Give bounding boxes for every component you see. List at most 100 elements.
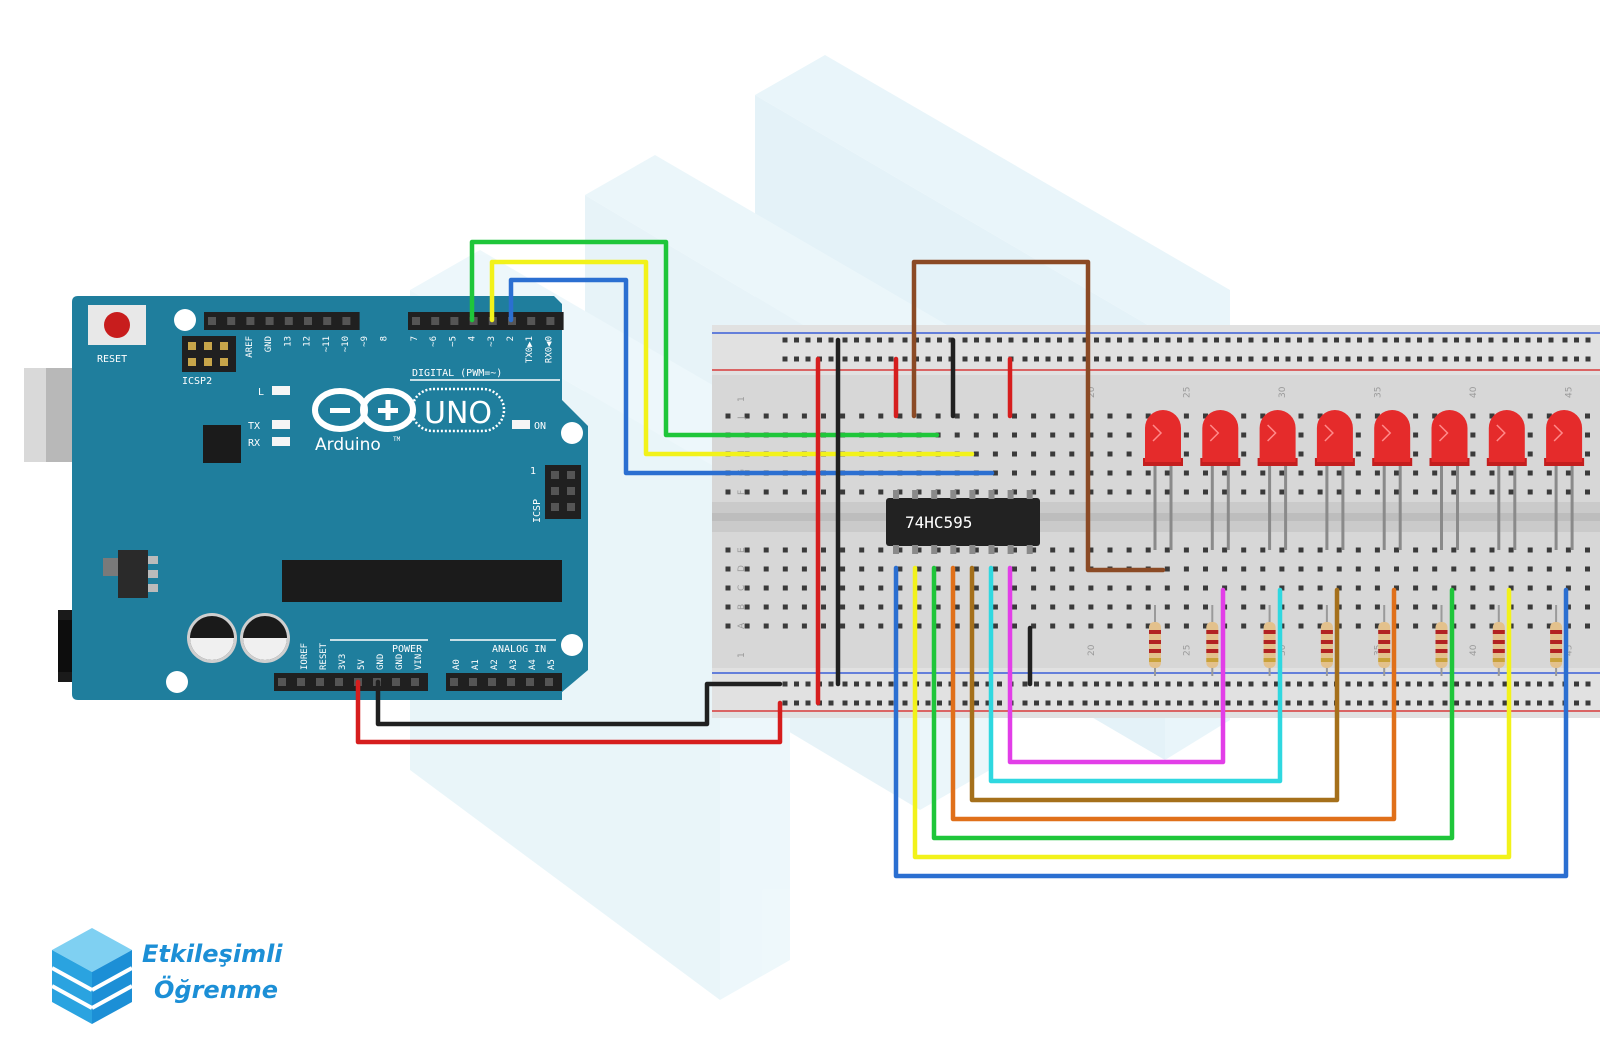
digital-pin-label: AREF (245, 336, 255, 358)
power-label: POWER (392, 644, 423, 655)
model-label: UNO (424, 396, 492, 431)
digital-pin-label: ~11 (322, 336, 332, 352)
led-array (1143, 410, 1585, 676)
digital-pin-label: 8 (379, 336, 389, 341)
led (1257, 410, 1298, 550)
led-l-label: L (258, 387, 264, 398)
digital-pin-label: ~9 (360, 336, 370, 347)
power-pin-label: VIN (414, 654, 424, 670)
wire-blue-q (893, 565, 1569, 879)
column-number: 30 (1278, 386, 1288, 398)
led (1544, 410, 1585, 550)
power-pin-label: GND (395, 654, 405, 670)
led (1143, 410, 1183, 550)
power-pin-label: GND (376, 654, 386, 670)
digital-pin-label: ~5 (448, 336, 458, 347)
digital-pin-label: GND (264, 336, 274, 352)
wire-olive-q (969, 565, 1340, 803)
led-rx-label: RX (248, 438, 260, 449)
column-number: 40 (1469, 644, 1479, 656)
row-letter: B (737, 604, 747, 610)
wire-red-5v (355, 679, 783, 745)
shift-register-chip: 74HC595 (886, 490, 1040, 554)
logo-line2: Öğrenme (154, 974, 278, 1004)
resistor (1550, 605, 1563, 676)
stacked-cube-icon (51, 928, 133, 1024)
wire-yellow-q (912, 565, 1512, 860)
led (1486, 410, 1527, 550)
icsp2-label: ICSP2 (182, 376, 212, 387)
digital-header (204, 312, 564, 330)
power-pin-label: 5V (357, 659, 367, 670)
led-tx-label: TX (248, 421, 260, 432)
wires (355, 239, 1569, 879)
row-one-label: 1 (737, 396, 747, 402)
column-number: 20 (1087, 386, 1097, 398)
arduino-uno-board: RESET ICSP2 AREF GND 13 1 2 ~11 ~10 ~9 8 7 ~6 ~5 4 ~3… (24, 296, 588, 700)
digital-label: DIGITAL (PWM=~) (412, 368, 502, 379)
wire-blue-clock (508, 277, 995, 476)
resistor (1206, 605, 1219, 676)
column-number: 40 (1469, 386, 1479, 398)
power-pin-label: RESET (319, 642, 329, 670)
row-letter: E (737, 547, 747, 553)
resistor (1320, 605, 1333, 676)
brand-label: Arduino (315, 435, 381, 455)
resistor (1435, 605, 1448, 676)
analog-pin-label: A3 (509, 659, 519, 670)
analog-pin-label: A2 (490, 659, 500, 670)
analog-pin-label: A5 (547, 659, 557, 670)
column-number: 45 (1564, 387, 1574, 398)
small-chip (203, 425, 241, 463)
led (1429, 410, 1470, 550)
digital-pin-label: ~6 (429, 336, 439, 347)
led (1314, 410, 1355, 550)
chip-label: 74HC595 (905, 513, 972, 532)
digital-pin-label: 2 (506, 336, 516, 341)
analog-label: ANALOG IN (492, 644, 546, 655)
row-one-label: 1 (737, 652, 747, 658)
capacitor (187, 613, 237, 663)
row-letter: D (737, 565, 747, 572)
resistor (1378, 605, 1391, 676)
digital-pin-label: 7 (410, 336, 420, 341)
resistor (1492, 605, 1505, 676)
logo-line1: Etkileşimli (142, 940, 283, 968)
icsp2-header (182, 336, 236, 372)
wire-orange-q (950, 565, 1397, 822)
digital-pin-label: ~3 (487, 336, 497, 347)
atmega-chip (282, 560, 562, 602)
row-letter: F (737, 490, 747, 495)
capacitor (240, 613, 290, 663)
wire-yellow-latch (489, 259, 975, 457)
resistor (1263, 605, 1276, 676)
wire-cyan-q (988, 565, 1283, 784)
analog-header (446, 673, 562, 691)
row-letter: C (737, 585, 747, 591)
column-number: 25 (1182, 387, 1192, 398)
led-on-label: ON (534, 421, 546, 432)
row-letter: A (737, 622, 747, 629)
icsp-pin1-label: 1 (530, 466, 536, 477)
infinity-minus-plus-icon (312, 388, 416, 432)
icsp-label: ICSP (532, 499, 543, 523)
wire-brown (911, 259, 1166, 573)
wire-magenta-q (1007, 565, 1226, 765)
column-number: 20 (1087, 644, 1097, 656)
resistor (1149, 605, 1161, 676)
row-letter: J (737, 416, 747, 420)
digital-pin-label: ~10 (341, 336, 351, 352)
digital-pin-label: RX0◀0 (544, 336, 554, 363)
tm-label: TM (393, 436, 401, 443)
column-number: 25 (1182, 645, 1192, 656)
wire-black-gnd (375, 679, 783, 727)
digital-pin-label: TX0▶1 (525, 336, 535, 363)
digital-pin-label: 13 (283, 336, 293, 347)
voltage-regulator (118, 550, 148, 598)
digital-pin-label: 4 (468, 336, 478, 341)
power-header (274, 673, 428, 691)
